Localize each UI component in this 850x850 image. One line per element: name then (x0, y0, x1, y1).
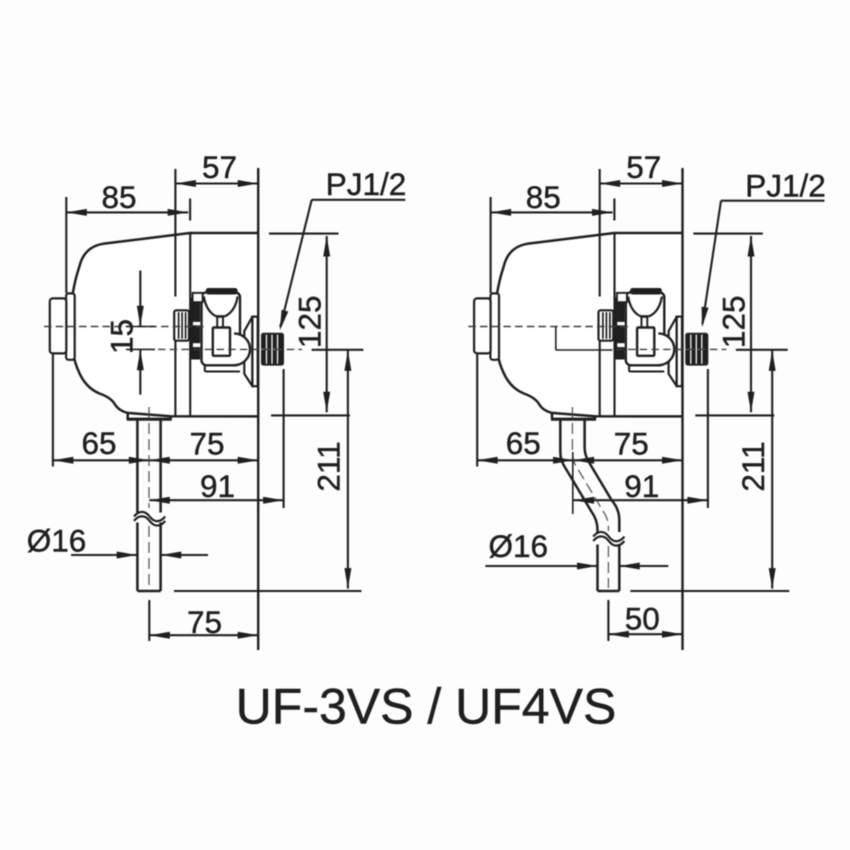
svg-text:Ø16: Ø16 (27, 523, 87, 559)
svg-text:15: 15 (104, 319, 140, 354)
svg-text:PJ1/2: PJ1/2 (745, 167, 826, 203)
svg-text:PJ1/2: PJ1/2 (326, 166, 407, 202)
svg-text:Ø16: Ø16 (489, 528, 549, 564)
svg-text:UF-3VS / UF4VS: UF-3VS / UF4VS (236, 678, 617, 734)
svg-text:50: 50 (625, 601, 660, 637)
